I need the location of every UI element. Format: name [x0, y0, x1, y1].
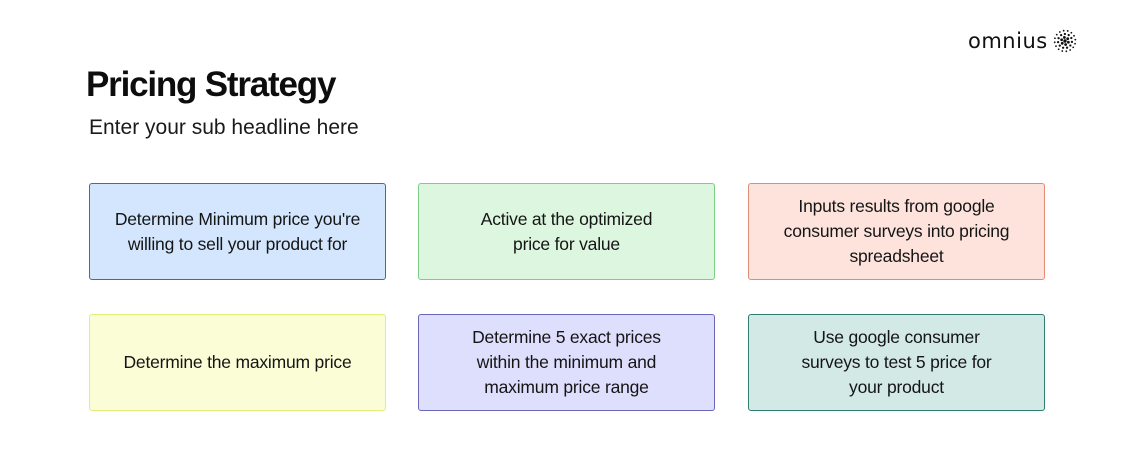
logo-dot — [1068, 49, 1071, 51]
logo-dot — [1061, 46, 1064, 49]
card-line: surveys to test 5 price for — [801, 352, 992, 372]
card-text: Determine 5 exact prices within the mini… — [472, 325, 661, 400]
card-line: price for value — [513, 233, 620, 254]
logo-dot — [1070, 31, 1072, 34]
card-five-prices: Determine 5 exact prices within the mini… — [418, 314, 715, 411]
card-line: Inputs results from google — [798, 196, 995, 216]
card-line: consumer surveys into pricing — [783, 221, 1010, 241]
logo-dot — [1063, 32, 1066, 36]
card-text: Determine the maximum price — [123, 350, 351, 375]
logo-dot — [1059, 34, 1062, 37]
card-line: spreadsheet — [849, 246, 944, 266]
logo-dot — [1066, 40, 1070, 44]
logo-dot — [1065, 46, 1068, 49]
logo-dot — [1062, 29, 1065, 32]
logo-dot — [1055, 33, 1058, 36]
page-subtitle: Enter your sub headline here — [89, 116, 359, 139]
card-minimum-price: Determine Minimum price you're willing t… — [89, 183, 386, 280]
logo-dot — [1068, 44, 1072, 47]
card-text: Determine Minimum price you're willing t… — [114, 207, 361, 257]
logo-text: omnius — [968, 29, 1048, 53]
logo-dot — [1059, 38, 1063, 42]
logo-dot — [1073, 42, 1076, 45]
logo-dot — [1070, 40, 1073, 44]
logo-dot — [1072, 46, 1074, 49]
page-title: Pricing Strategy — [86, 65, 336, 104]
logo-dot — [1072, 34, 1075, 37]
logo: omnius — [968, 29, 1078, 53]
card-input-results: Inputs results from google consumer surv… — [748, 183, 1045, 280]
logo-dot — [1058, 31, 1061, 33]
logo-dot — [1074, 38, 1076, 41]
card-line: Determine Minimum price you're — [114, 208, 361, 229]
logo-dot — [1062, 36, 1066, 39]
card-line: within the minimum and — [476, 352, 657, 372]
card-text: Inputs results from google consumer surv… — [784, 194, 1010, 269]
logo-dot — [1060, 41, 1064, 45]
logo-dot — [1053, 41, 1056, 44]
card-maximum-price: Determine the maximum price — [89, 314, 386, 411]
logo-dot — [1063, 43, 1067, 46]
card-text: Active at the optimized price for value — [480, 207, 653, 257]
logo-dot — [1053, 37, 1056, 40]
card-line: Determine the maximum price — [123, 352, 352, 372]
card-text: Use google consumer surveys to test 5 pr… — [801, 325, 991, 400]
logo-dot — [1065, 50, 1067, 53]
logo-dot — [1066, 37, 1069, 41]
card-consumer-surveys: Use google consumer surveys to test 5 pr… — [748, 314, 1045, 411]
card-optimized-price: Active at the optimized price for value — [418, 183, 715, 280]
logo-dot — [1066, 30, 1069, 32]
card-line: maximum price range — [484, 377, 649, 397]
logo-dot — [1056, 40, 1059, 44]
logo-dot — [1057, 37, 1060, 40]
logo-dot — [1069, 36, 1073, 40]
card-line: Use google consumer — [813, 327, 980, 347]
card-line: willing to sell your product for — [127, 233, 348, 254]
card-line: Active at the optimized — [480, 208, 653, 229]
logo-dot — [1061, 50, 1063, 52]
logo-dot — [1054, 45, 1057, 48]
card-line: your product — [849, 377, 944, 397]
dotted-sphere-icon — [1053, 29, 1076, 53]
logo-dot — [1057, 48, 1060, 51]
logo-dot — [1067, 33, 1070, 37]
logo-dot — [1063, 39, 1067, 43]
card-line: Determine 5 exact prices — [472, 327, 661, 347]
logo-dot — [1058, 44, 1061, 47]
